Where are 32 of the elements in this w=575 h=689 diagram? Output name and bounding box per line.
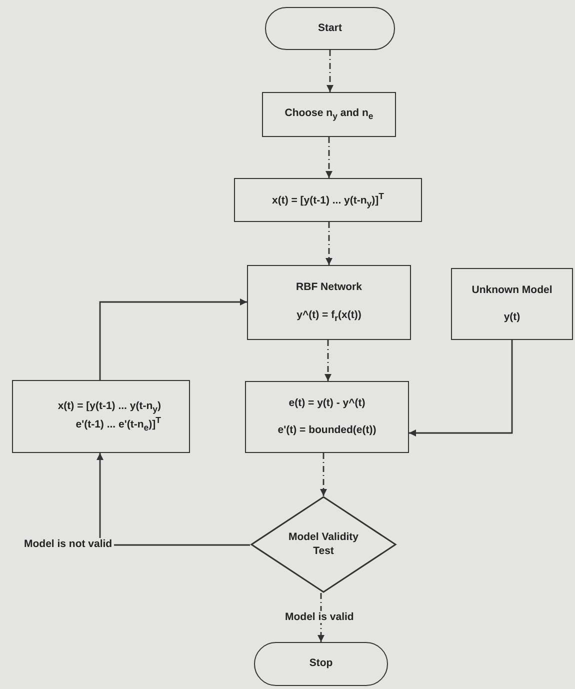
terminal-box — [265, 7, 395, 50]
process-box — [12, 380, 190, 453]
arrow — [99, 298, 247, 380]
terminal-box — [254, 642, 388, 686]
arrow — [96, 453, 250, 546]
box-text: Stop — [309, 657, 333, 671]
process-box — [451, 268, 573, 340]
decision-diamond — [250, 496, 397, 593]
arrow — [320, 453, 327, 496]
process-box — [262, 92, 396, 137]
edge-label: Model is not valid — [22, 538, 114, 550]
process-box — [234, 178, 422, 222]
box-text: x(t) = [y(t-1) ... y(t-n$_{y}$)]$^{T}$ — [272, 190, 384, 210]
arrow — [409, 340, 513, 436]
arrow — [326, 137, 332, 178]
arrow — [318, 593, 324, 642]
box-text: y(t) — [504, 311, 520, 324]
edge-label: Model is valid — [283, 611, 356, 623]
box-heading: Unknown Model — [472, 284, 552, 297]
box-text: Model Validity Test — [287, 531, 360, 558]
process-box — [247, 265, 411, 340]
arrow — [326, 222, 332, 265]
arrow — [326, 50, 334, 92]
box-text: x(t) = [y(t-1) ... y(t-n$_{y}$) e'(t-1) ... e'(t-n$_{e}$)]$^{T}$ — [56, 400, 161, 434]
process-box — [245, 381, 409, 453]
box-text: y^(t) = f$_{r}$(x(t)) — [296, 309, 362, 324]
arrow — [324, 340, 332, 381]
box-heading: e(t) = y(t) - y^(t) — [288, 396, 366, 410]
box-heading: RBF Network — [296, 280, 362, 294]
box-text: Start — [318, 22, 342, 36]
box-text: Choose n$_{y}$ and n$_{e}$ — [284, 106, 374, 122]
box-text: e'(t) = bounded(e(t)) — [278, 424, 376, 438]
